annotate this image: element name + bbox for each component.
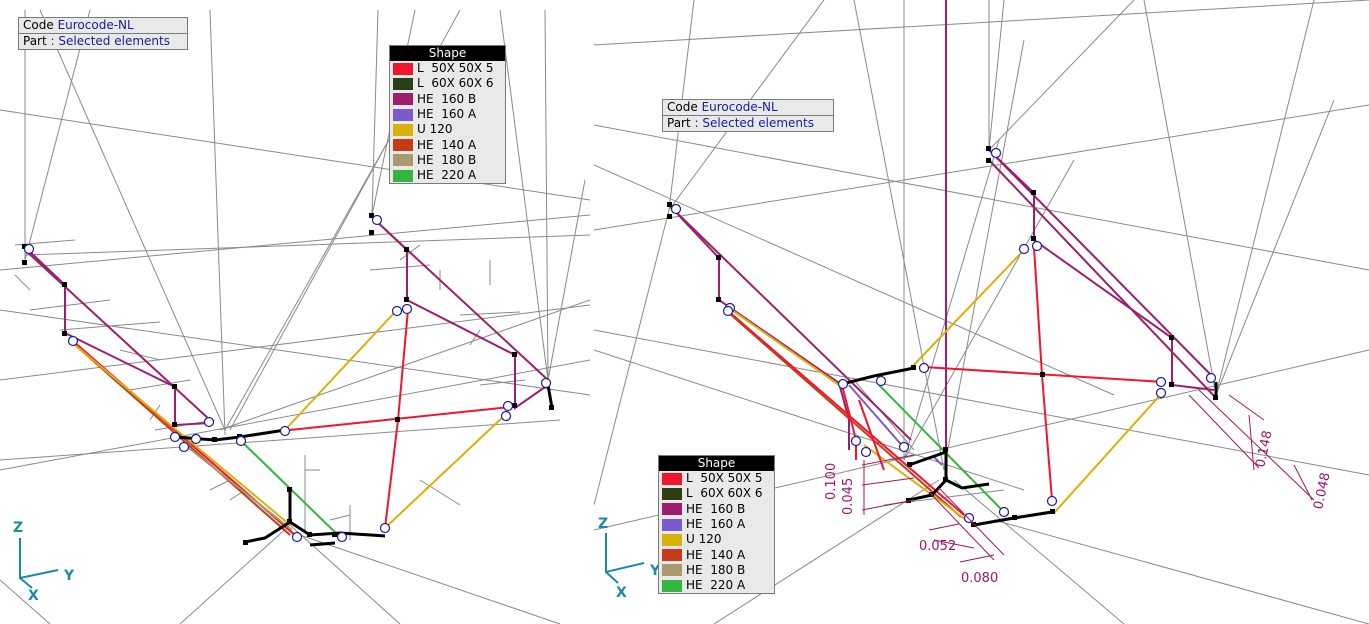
axis-z-label: Z — [13, 520, 23, 536]
legend-item: HE 160 A — [390, 107, 505, 122]
code-label: Code — [667, 100, 698, 114]
legend-item: HE 180 B — [390, 153, 505, 168]
axis-triad — [19, 538, 59, 589]
legend-item: L 50X 50X 5 — [659, 471, 774, 486]
viewport-right[interactable]: 0.100 0.045 0.052 0.080 0.148 0.048 Z Y … — [594, 0, 1369, 624]
viewport-left[interactable]: Z Y X Code Eurocode-NL Part : Selected e… — [0, 0, 590, 624]
legend-item: L 60X 60X 6 — [390, 76, 505, 91]
legend-label: U 120 — [686, 532, 722, 547]
grid-lines — [0, 9, 590, 624]
model-canvas-left[interactable]: Z Y X — [0, 0, 590, 624]
axis-z-label: Z — [598, 516, 608, 532]
legend-label: HE 140 A — [686, 547, 746, 562]
structural-members — [24, 216, 549, 538]
legend-swatch — [662, 487, 682, 500]
legend-item: L 60X 60X 6 — [659, 486, 774, 501]
legend-item: HE 140 A — [659, 547, 774, 562]
code-row: Code Eurocode-NL — [19, 18, 187, 33]
legend-label: U 120 — [417, 122, 453, 137]
legend-swatch — [393, 169, 413, 182]
code-value: Eurocode-NL — [701, 100, 778, 114]
legend-swatch — [393, 62, 413, 75]
part-value: : Selected elements — [50, 34, 170, 48]
legend-swatch — [393, 139, 413, 152]
part-label: Part — [667, 116, 691, 130]
legend-swatch — [393, 77, 413, 90]
legend-item: U 120 — [659, 532, 774, 547]
code-value: Eurocode-NL — [57, 18, 134, 32]
legend-item: L 50X 50X 5 — [390, 61, 505, 76]
legend-item: HE 160 B — [390, 92, 505, 107]
legend-item: U 120 — [390, 122, 505, 137]
dimension-label: 0.100 — [824, 463, 839, 500]
node-markers — [22, 213, 554, 545]
dimension-label: 0.048 — [1311, 471, 1333, 511]
legend-label: HE 220 A — [686, 578, 746, 593]
axis-x-label: X — [616, 585, 627, 601]
support-circles — [670, 147, 1217, 524]
legend-title: Shape — [390, 46, 505, 61]
dimension-label: 0.080 — [961, 571, 998, 586]
legend-label: L 50X 50X 5 — [686, 471, 763, 486]
model-canvas-right[interactable]: 0.100 0.045 0.052 0.080 0.148 0.048 Z Y … — [594, 0, 1369, 624]
grid-lines — [594, 0, 1369, 624]
legend-item: HE 220 A — [659, 578, 774, 593]
legend-label: HE 160 B — [417, 91, 477, 106]
legend-item: HE 160 A — [659, 517, 774, 532]
legend-swatch — [662, 472, 682, 485]
legend-label: HE 160 A — [417, 107, 477, 122]
legend-swatch — [662, 518, 682, 531]
legend-label: HE 220 A — [417, 168, 477, 183]
dimension-label: 0.052 — [919, 539, 956, 554]
support-circles — [23, 214, 552, 543]
legend-label: HE 140 A — [417, 137, 477, 152]
legend-label: L 60X 60X 6 — [417, 76, 494, 91]
code-label: Code — [23, 18, 54, 32]
legend-swatch — [662, 549, 682, 562]
legend-item: HE 140 A — [390, 137, 505, 152]
axis-triad — [605, 533, 645, 584]
dimension-label: 0.045 — [841, 478, 856, 515]
legend-swatch — [662, 564, 682, 577]
legend-swatch — [393, 93, 413, 106]
legend-swatch — [393, 154, 413, 167]
legend-label: HE 160 B — [686, 501, 746, 516]
part-row: Part : Selected elements — [663, 115, 833, 131]
legend-label: L 50X 50X 5 — [417, 61, 494, 76]
legend-label: L 60X 60X 6 — [686, 486, 763, 501]
legend-item: HE 160 B — [659, 502, 774, 517]
legend-swatch — [662, 503, 682, 516]
info-box: Code Eurocode-NL Part : Selected element… — [662, 99, 834, 132]
part-label: Part — [23, 34, 47, 48]
legend-title: Shape — [659, 456, 774, 471]
legend-item: HE 220 A — [390, 168, 505, 183]
legend-swatch — [662, 579, 682, 592]
legend-label: HE 160 A — [686, 517, 746, 532]
legend-label: HE 180 B — [686, 562, 746, 577]
axis-x-label: X — [28, 588, 39, 604]
legend-swatch — [662, 533, 682, 546]
legend-swatch — [393, 123, 413, 136]
part-row: Part : Selected elements — [19, 33, 187, 49]
part-value: : Selected elements — [694, 116, 814, 130]
viewport-divider — [590, 0, 594, 624]
code-row: Code Eurocode-NL — [663, 100, 833, 115]
dimension-lines — [861, 389, 1315, 563]
info-box: Code Eurocode-NL Part : Selected element… — [18, 17, 188, 50]
dimension-label: 0.148 — [1253, 429, 1275, 469]
legend-item: HE 180 B — [659, 563, 774, 578]
legend-swatch — [393, 108, 413, 121]
axis-y-label: Y — [63, 568, 75, 584]
legend-label: HE 180 B — [417, 152, 477, 167]
